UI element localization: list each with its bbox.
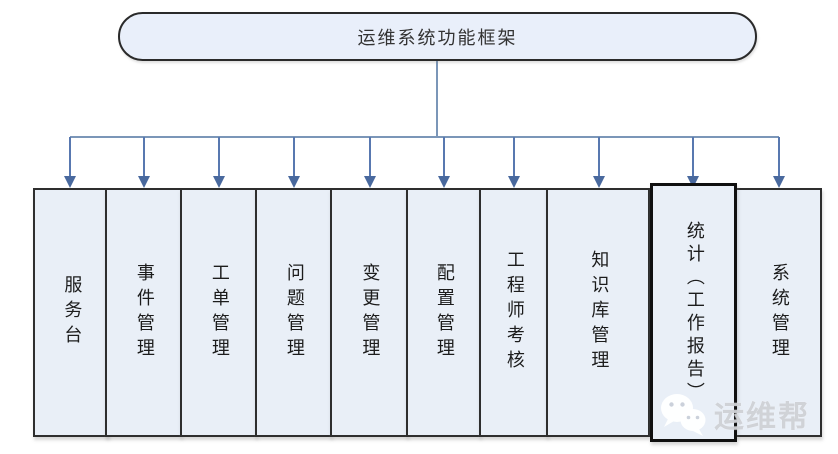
root-node-title: 运维系统功能框架 (357, 27, 518, 49)
watermark-text: 运维帮 (714, 400, 810, 435)
module-label: 统计（工作报告） (683, 220, 705, 405)
module-label: 知识库管理 (588, 250, 610, 375)
module-box-system-mgmt: 系统管理 (735, 188, 822, 437)
module-box-statistics-report: 统计（工作报告） (650, 183, 737, 442)
module-label: 问题管理 (283, 262, 305, 363)
module-label: 事件管理 (133, 262, 155, 363)
module-label: 配置管理 (433, 262, 455, 363)
module-label: 系统管理 (768, 262, 790, 363)
module-box-config-mgmt: 配置管理 (406, 188, 481, 437)
module-box-incident-mgmt: 事件管理 (105, 188, 182, 437)
wechat-icon (661, 394, 706, 436)
module-box-ticket-mgmt: 工单管理 (180, 188, 257, 437)
root-node: 运维系统功能框架 (118, 12, 757, 61)
module-label: 变更管理 (359, 262, 381, 363)
module-box-service-desk: 服务台 (33, 188, 109, 437)
module-label: 工程师考核 (503, 250, 525, 375)
module-label: 服务台 (61, 275, 83, 350)
module-box-engineer-assessment: 工程师考核 (479, 188, 548, 437)
module-box-change-mgmt: 变更管理 (330, 188, 408, 437)
watermark: 运维帮 (658, 388, 828, 440)
module-label: 工单管理 (208, 262, 230, 363)
module-box-problem-mgmt: 问题管理 (255, 188, 332, 437)
module-box-knowledge-base: 知识库管理 (546, 188, 650, 437)
